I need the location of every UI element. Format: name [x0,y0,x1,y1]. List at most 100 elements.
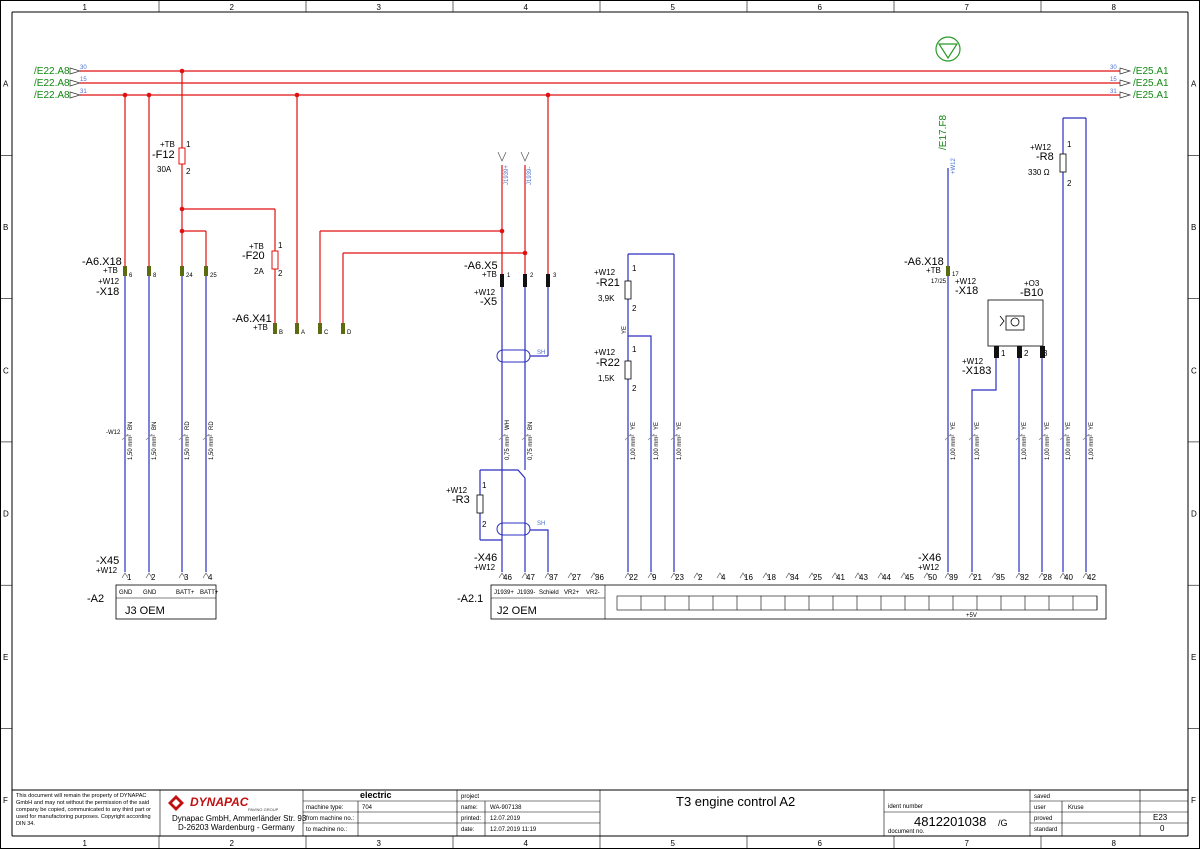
j2-signal-0: J1939+ [494,590,514,596]
j3-signal-2: GND [143,590,157,596]
r3-name: -R3 [452,494,470,506]
grid-col-bottom-7: 7 [965,839,970,848]
cable-color-right-5: YE [1089,422,1095,430]
grid-row-right-2: C [1191,366,1197,375]
cable-section-right-2: 1,00 mm² [1022,435,1028,460]
r8-value: 330 Ω [1028,168,1050,177]
red-wiring [122,68,551,325]
j2-pin-40: 40 [1064,573,1073,582]
terminal-a6-x18-left[interactable]: -A6.X18 +TB +W12 -X18 6 8 24 25 [82,256,217,298]
ident-number: 4812201038 [914,814,986,829]
grid-col-top-6: 6 [818,3,823,12]
b10-pin-1: 1 [1001,349,1006,358]
x41-pin-b: B [279,330,283,336]
resistor-r3[interactable]: +W12 -R3 1 2 [446,481,487,529]
x45-location: +W12 [96,566,118,575]
fuse-f20[interactable]: +TB -F20 1 2 2A [242,241,283,278]
j2-pin-9: 9 [652,573,657,582]
f20-pin1: 1 [278,241,283,250]
cable-color-mid-1: BN [528,422,534,430]
r22-location: +W12 [594,348,616,357]
grid-col-top-1: 1 [83,3,88,12]
cable-color-right-4: YE [1066,422,1072,430]
ident-revision: /G [998,818,1008,828]
j1939-minus-ref: J1939- [527,167,533,185]
r8-pin1: 1 [1067,140,1072,149]
j3-ref: -A2 [87,593,104,605]
x45-name: -X45 [96,555,119,567]
j2-pin-16: 16 [744,573,753,582]
resistor-r21[interactable]: +W12 -R21 1 2 3,9K [594,264,637,313]
cable-section-ye_group-2: 1,00 mm² [677,435,683,460]
x41-location: +TB [253,323,268,332]
standard-label: standard [1034,827,1057,833]
sheet-sub-number: 0 [1160,824,1165,833]
j2-pin-27: 27 [572,573,581,582]
date-value: 12.07.2019 11:19 [490,827,537,833]
grid-row-right-4: E [1191,653,1196,662]
grid-row-right-1: B [1191,223,1196,232]
grid-row-left-2: C [3,366,9,375]
x5-pin-2: 2 [530,273,534,279]
j2-pin-22: 22 [629,573,638,582]
x18-right-location2: +W12 [955,277,977,286]
cable-section-ye_group-0: 1,00 mm² [631,435,637,460]
j2-pin-47: 47 [526,573,535,582]
user-value: Kruse [1068,805,1084,811]
resistor-r22[interactable]: +W12 -R22 1 2 1,5K YE [594,326,637,393]
j2-pin-23: 23 [675,573,684,582]
f12-location: +TB [160,140,175,149]
x46-right-location: +W12 [918,563,940,572]
r21-name: -R21 [596,277,620,289]
sensor-b10[interactable]: +O3 -B10 1 2 3 +W12 -X183 [962,279,1048,377]
saved-label: saved [1034,794,1050,800]
x18-left-pin-6: 6 [129,273,133,279]
r8-name: -R8 [1036,151,1054,163]
cable-color-ye_group-2: YE [677,422,683,430]
from-machine-label: from machine no.: [306,816,354,822]
j2-pin-2: 2 [698,573,703,582]
grid-row-left-5: F [3,796,8,805]
j2-title: J2 OEM [497,605,537,617]
cable-section-left-0: 1,50 mm² [128,435,134,460]
cable-color-right-2: YE [1022,422,1028,430]
x18-right-pin-ref: 17/25 [931,279,947,285]
j2-signal-1: J1939- [517,590,535,596]
j3-signal-1: GND [119,590,133,596]
proved-label: proved [1034,816,1052,822]
j2-pin-4: 4 [721,573,726,582]
j3-pin-3: 3 [184,573,189,582]
j3-pin-2: 2 [151,573,156,582]
b10-pin-3: 3 [1043,349,1048,358]
f12-pin1: 1 [186,140,191,149]
rail-ref-left-1[interactable]: /E22.A8 [34,66,70,77]
copyright-notice: This document will remain the property o… [16,793,151,827]
rail-ref-left-3[interactable]: /E22.A8 [34,90,70,101]
f20-name: -F20 [242,250,265,262]
e17-ref[interactable]: /E17.F8 [938,115,949,150]
electric-label: electric [360,790,392,800]
terminal-a6-x41[interactable]: -A6.X41 +TB B A C D [232,313,352,336]
cable-color-ye_group-0: YE [631,422,637,430]
rail-ref-right-3[interactable]: /E25.A1 [1133,90,1169,101]
address-line-1: Dynapac GmbH, Ammerländer Str. 93 [172,814,307,823]
cable-color-left-2: RD [185,421,191,430]
rail-ref-right-2[interactable]: /E25.A1 [1133,78,1169,89]
rail-ref-right-1[interactable]: /E25.A1 [1133,66,1169,77]
fuse-f12[interactable]: +TB -F12 1 2 30A [152,140,191,176]
shield-label-lower: SH [537,521,545,527]
terminal-a6-x5[interactable]: J1939+ J1939- -A6.X5 +TB +W12 -X5 1 2 3 [464,151,557,308]
rail-ref-left-2[interactable]: /E22.A8 [34,78,70,89]
x5-pin-3: 3 [553,273,557,279]
resistor-r8[interactable]: +W12 -R8 1 2 330 Ω [1028,140,1072,188]
address-line-2: D-26203 Wardenburg - Germany [178,823,295,832]
terminal-a6-x18-right[interactable]: /E17.F8 +W12 -A6.X18 +TB 17 17/25 +W12 -… [904,115,978,297]
j2-pin-46: 46 [503,573,512,582]
shield-label-upper: SH [537,350,545,356]
cable-color-right-3: YE [1045,422,1051,430]
f12-name: -F12 [152,149,175,161]
